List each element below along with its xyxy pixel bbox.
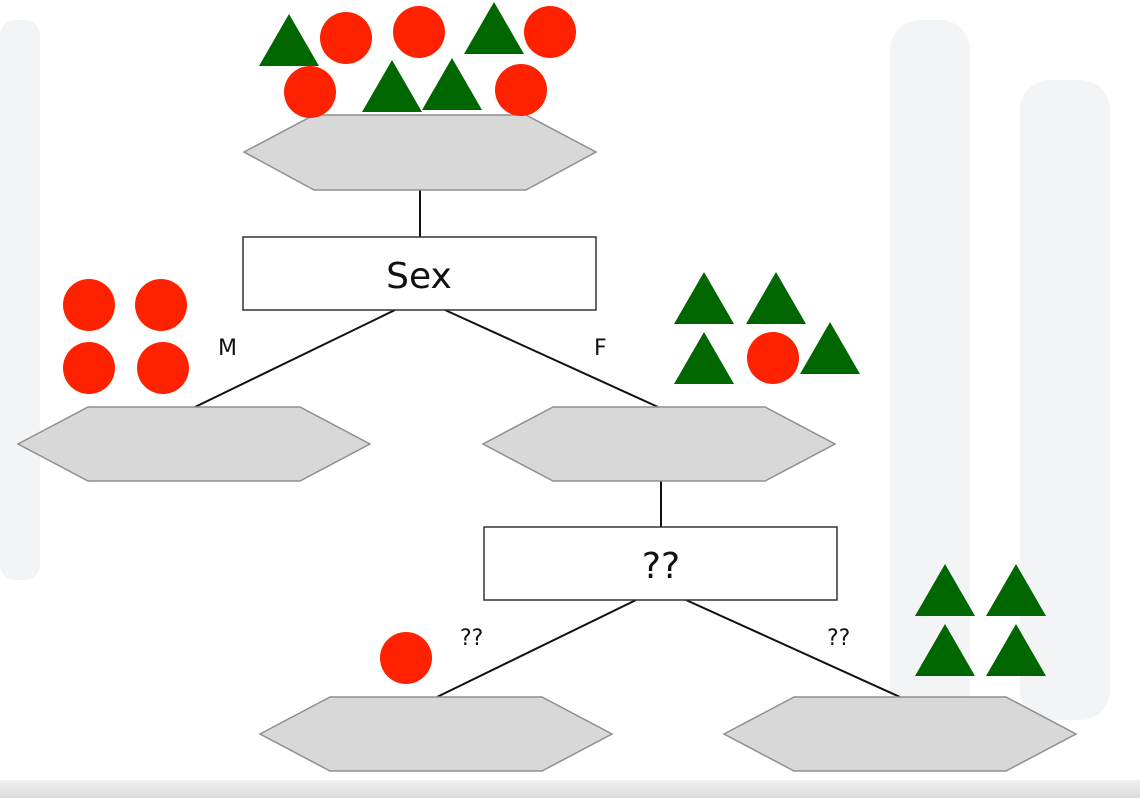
male-leaf-node bbox=[16, 406, 372, 482]
root-node bbox=[242, 114, 598, 191]
red-circle-shape bbox=[63, 279, 115, 331]
red-circle-shape bbox=[320, 12, 372, 64]
green-triangle-shape bbox=[915, 624, 975, 676]
male-shape-group bbox=[63, 279, 189, 394]
green-triangle-shape bbox=[259, 14, 319, 66]
green-triangle-shape bbox=[674, 272, 734, 324]
right-leaf-shape-group bbox=[915, 564, 1046, 676]
female-node bbox=[481, 406, 837, 482]
bottom-bar bbox=[0, 780, 1140, 798]
root-shape-group bbox=[259, 2, 576, 118]
red-circle-shape bbox=[284, 66, 336, 118]
edge-split2-to-left bbox=[436, 599, 637, 698]
red-circle-shape bbox=[63, 342, 115, 394]
edge-sex-to-male bbox=[194, 309, 396, 408]
branch-label-right-unknown: ?? bbox=[827, 626, 850, 651]
sex-split-box bbox=[242, 236, 597, 311]
green-triangle-shape bbox=[746, 272, 806, 324]
green-triangle-shape bbox=[986, 564, 1046, 616]
unknown-split-label: ?? bbox=[642, 546, 680, 587]
red-circle-shape bbox=[137, 342, 189, 394]
red-circle-shape bbox=[135, 279, 187, 331]
edge-sex-to-female bbox=[444, 309, 659, 408]
branch-label-left-unknown: ?? bbox=[460, 626, 483, 651]
female-shape-group bbox=[674, 272, 860, 384]
green-triangle-shape bbox=[464, 2, 524, 54]
green-triangle-shape bbox=[915, 564, 975, 616]
green-triangle-shape bbox=[362, 60, 422, 112]
red-circle-shape bbox=[495, 64, 547, 116]
left-leaf-shape-group bbox=[380, 632, 432, 684]
green-triangle-shape bbox=[986, 624, 1046, 676]
edge-split2-to-right bbox=[685, 599, 901, 698]
green-triangle-shape bbox=[674, 332, 734, 384]
green-triangle-shape bbox=[422, 58, 482, 110]
red-circle-shape bbox=[524, 6, 576, 58]
branch-label-female: F bbox=[594, 336, 607, 361]
red-circle-shape bbox=[393, 6, 445, 58]
branch-label-male: M bbox=[218, 336, 237, 361]
unknown-split-box bbox=[483, 526, 838, 601]
green-triangle-shape bbox=[800, 322, 860, 374]
red-circle-shape bbox=[380, 632, 432, 684]
right-leaf-node bbox=[722, 696, 1078, 772]
red-circle-shape bbox=[747, 332, 799, 384]
left-leaf-node bbox=[258, 696, 614, 772]
background-decoration bbox=[0, 20, 1110, 720]
sex-split-label: Sex bbox=[386, 256, 452, 297]
